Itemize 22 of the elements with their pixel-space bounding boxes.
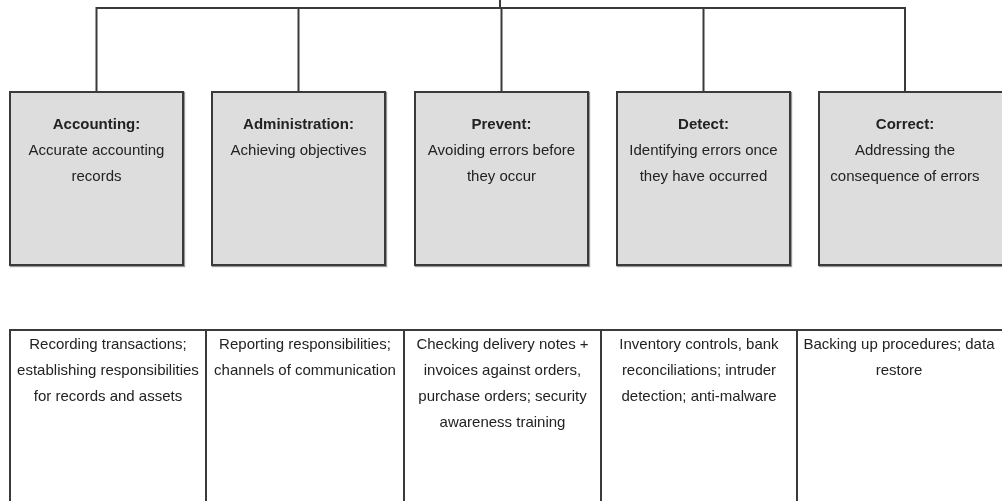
category-box [818,91,1002,266]
category-box [9,91,184,266]
box-heading: Accounting: [51,114,142,134]
example-cell [9,329,207,501]
box-text: Checking delivery notes + invoices against orders, purchase orders; security awareness training [415,334,590,432]
category-box [414,91,589,266]
box-heading: Prevent: [470,114,533,134]
box-text: Reporting responsibilities; channels of communication [213,334,397,380]
box-text: Identifying errors once they have occurred [628,140,779,186]
connector-line [499,0,906,92]
box-text: Recording transactions; establishing responsibilities for records and assets [16,334,200,406]
box-text: Addressing the consequence of errors [829,140,981,186]
box-text: Inventory controls, bank reconciliations; intruder detection; anti-malware [618,334,780,406]
box-heading: Correct: [874,114,936,134]
box-text: Achieving objectives [229,140,368,160]
box-text: Accurate accounting records [27,140,166,186]
box-heading: Administration: [242,114,355,134]
box-heading: Detect: [677,114,730,134]
box-text: Avoiding errors before they occur [426,140,577,186]
category-box [211,91,386,266]
box-text: Backing up procedures; data restore [802,334,996,380]
category-box [616,91,791,266]
